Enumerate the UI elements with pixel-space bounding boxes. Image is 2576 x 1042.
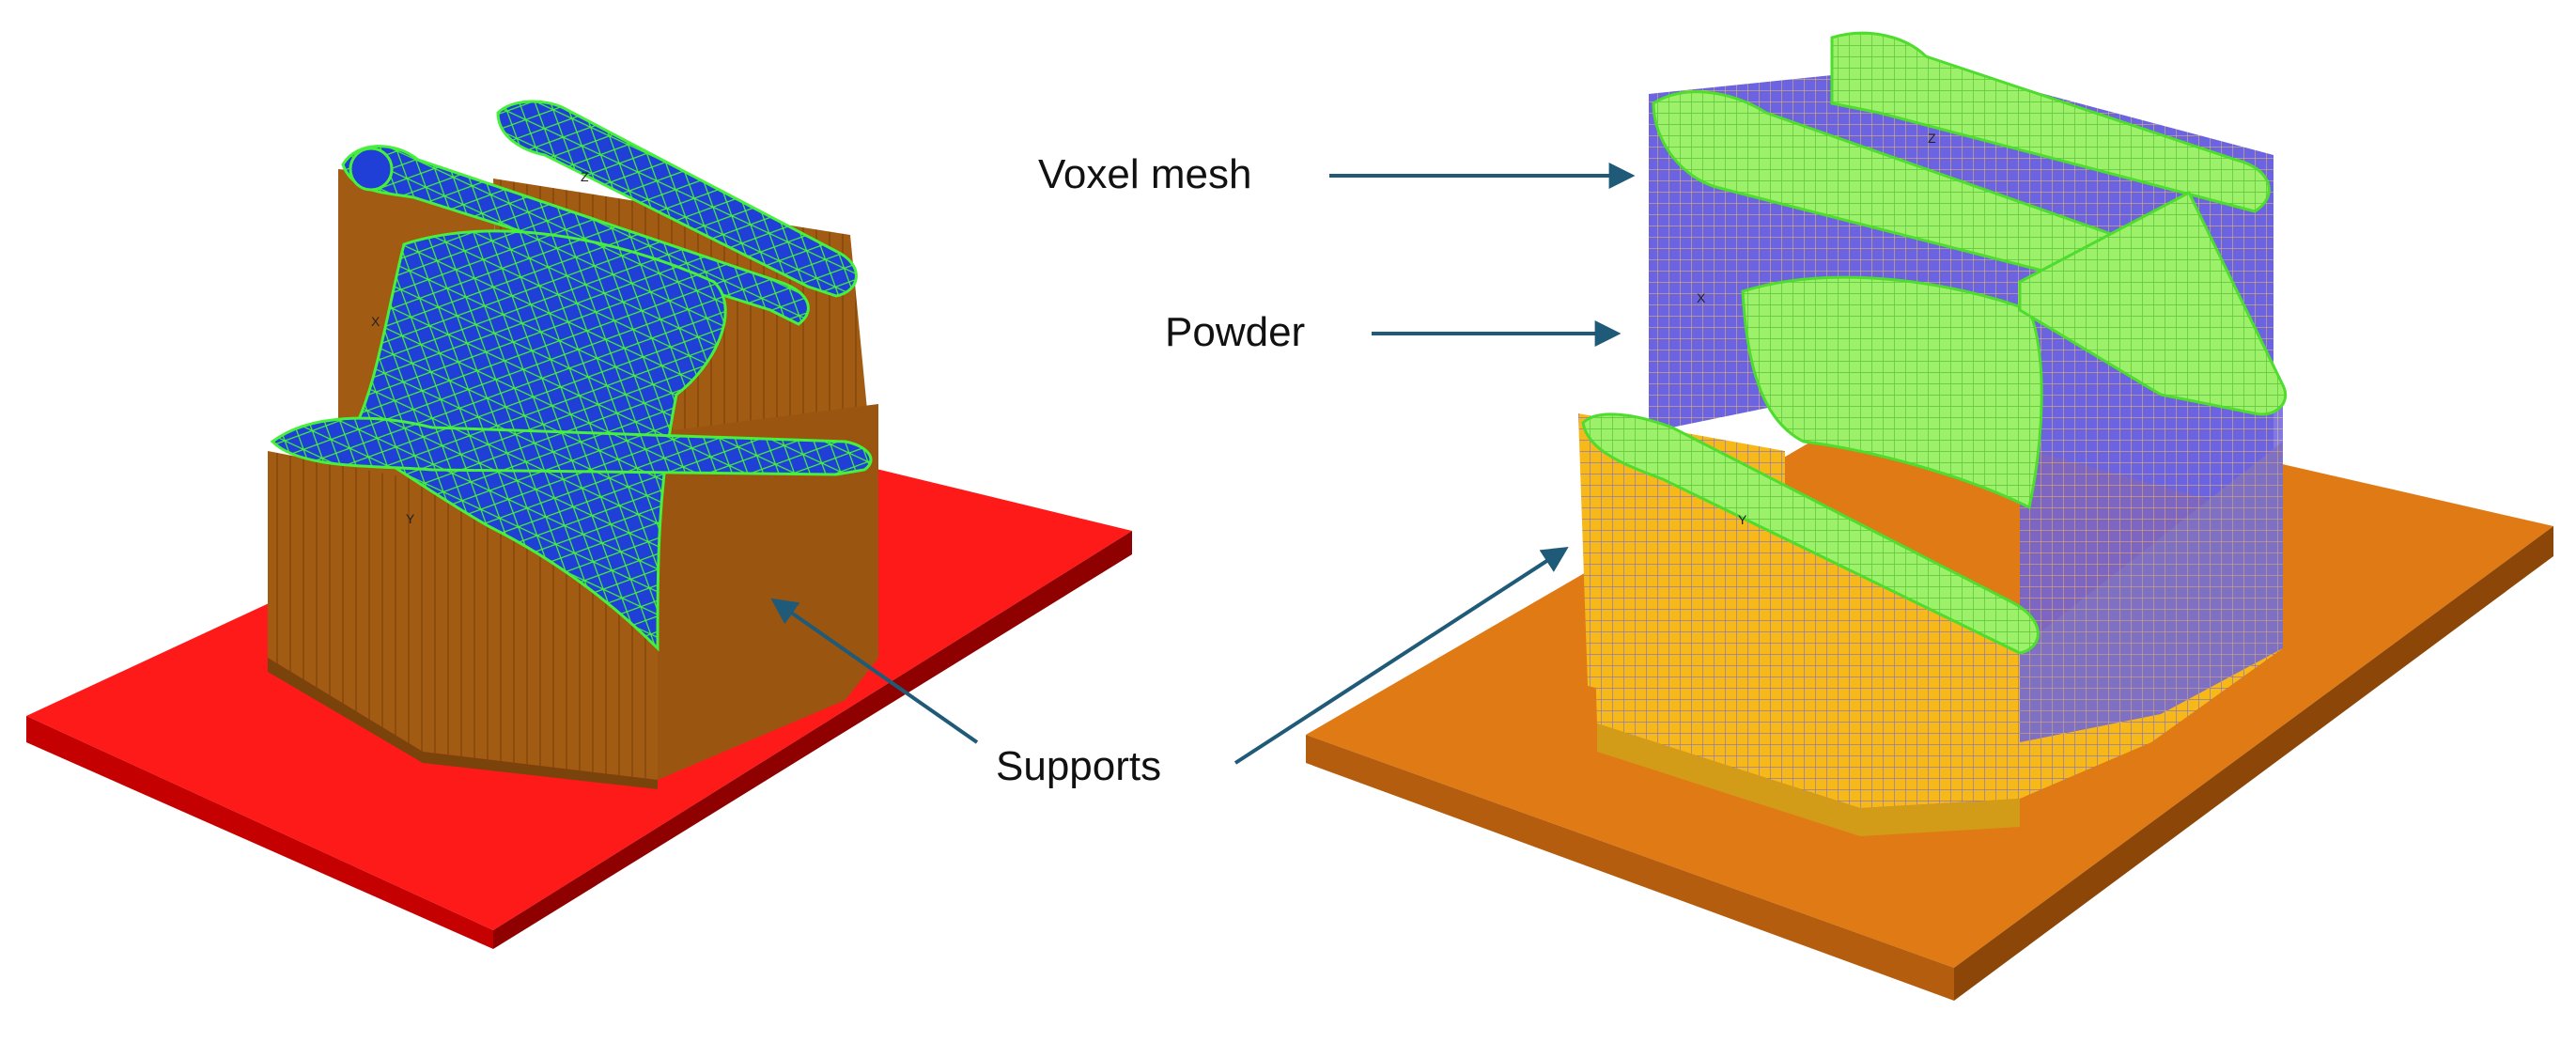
right-axis-z: Z xyxy=(1928,131,1936,146)
right-plate-side xyxy=(1954,526,2553,1001)
right-top-back-arm xyxy=(1830,31,2271,213)
left-mesh-part xyxy=(270,100,873,652)
right-lower-shade xyxy=(1597,723,2020,836)
label-supports: Supports xyxy=(996,743,1161,789)
right-top-front-arm xyxy=(1581,412,2040,655)
right-axis-y: Y xyxy=(1738,512,1747,527)
left-mesh-back-arm xyxy=(496,100,858,298)
right-top-saddle xyxy=(1741,275,2043,510)
left-mesh-boss xyxy=(349,147,394,192)
right-model: Z X Y xyxy=(1306,31,2553,1001)
callouts: Voxel mesh Powder Supports xyxy=(770,151,1636,789)
left-axis-z: Z xyxy=(581,169,589,184)
label-powder: Powder xyxy=(1165,309,1305,355)
left-axis-x: X xyxy=(371,314,380,329)
left-axis-y: Y xyxy=(406,511,415,526)
left-model: Z X Y xyxy=(26,100,1132,949)
arrow-supports-left xyxy=(770,598,979,744)
left-support-right-front xyxy=(658,404,878,780)
left-plate-front xyxy=(26,716,493,949)
left-plate-side xyxy=(493,531,1132,949)
left-mesh-front-arm xyxy=(270,416,873,476)
label-voxel-mesh: Voxel mesh xyxy=(1038,151,1251,197)
arrow-supports-right xyxy=(1234,546,1569,765)
right-axis-x: X xyxy=(1697,290,1706,305)
right-plate-front xyxy=(1306,735,1954,1001)
left-support-shade xyxy=(268,658,658,789)
right-voxel-top xyxy=(1581,31,2288,655)
right-front-powder xyxy=(1588,423,2020,808)
right-top-right-arm xyxy=(2018,190,2288,416)
